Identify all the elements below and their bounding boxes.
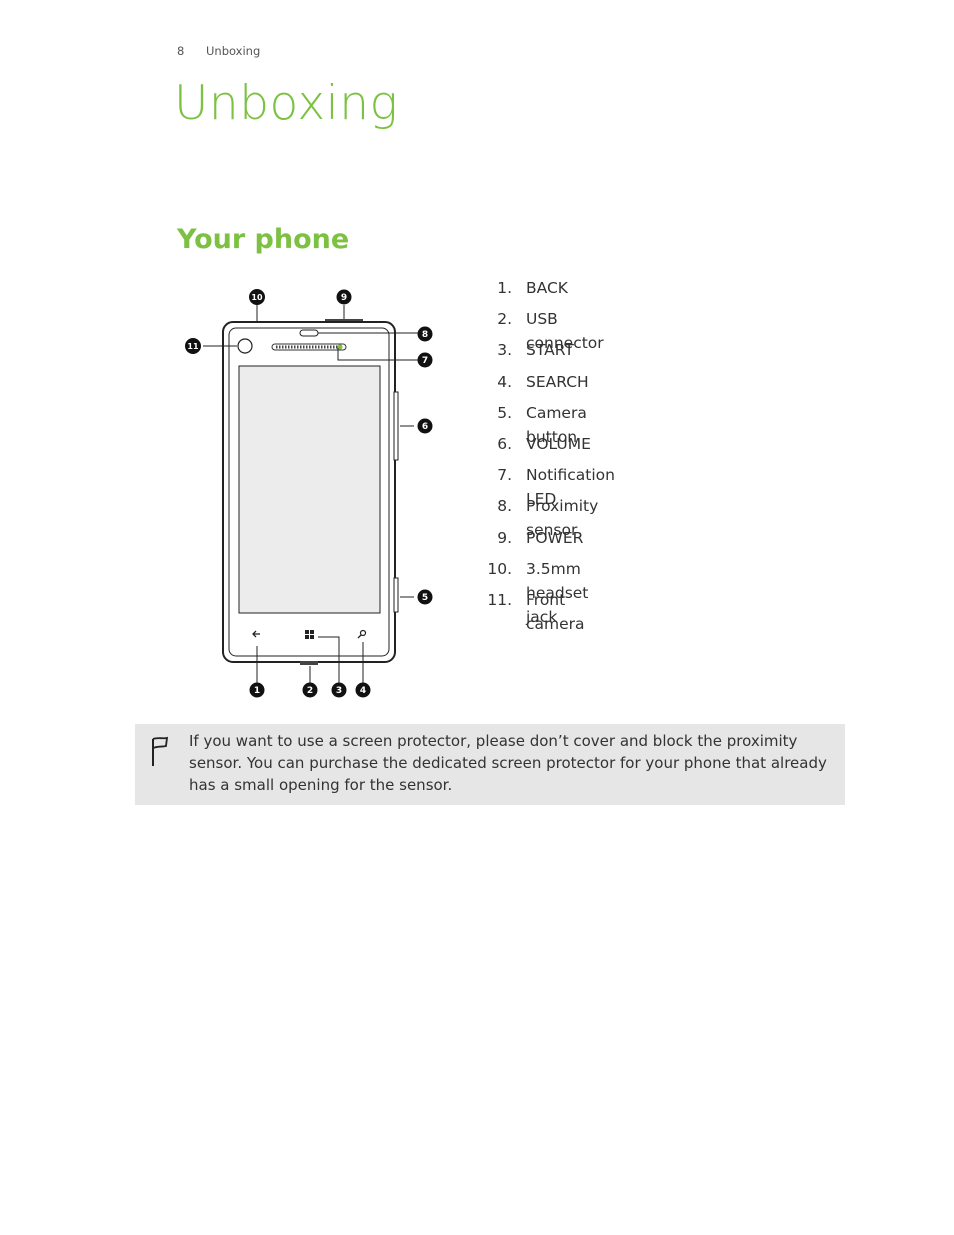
- section-subtitle: Your phone: [177, 224, 350, 255]
- phone-diagram: 1 2 3 4 5 6 7 8 9 10 11: [185, 289, 433, 698]
- search-icon: [357, 629, 367, 639]
- svg-text:1: 1: [254, 686, 260, 696]
- page-header: 8 Unboxing: [177, 44, 260, 58]
- callout-6: 6: [417, 418, 433, 434]
- callout-9: 9: [336, 289, 352, 305]
- callout-10: 10: [249, 289, 265, 305]
- note-text: If you want to use a screen protector, p…: [189, 732, 827, 794]
- svg-text:6: 6: [422, 422, 428, 432]
- callout-1: 1: [249, 682, 265, 698]
- list-item: 2.USB connector: [497, 310, 604, 353]
- svg-text:2: 2: [307, 686, 313, 696]
- list-item: 4.SEARCH: [497, 372, 589, 391]
- list-item: 1.BACK: [497, 279, 568, 297]
- svg-text:11: 11: [187, 342, 199, 351]
- page-title: Unboxing: [174, 76, 399, 131]
- callout-7: 7: [417, 352, 433, 368]
- svg-text:7: 7: [422, 356, 428, 366]
- note-box: If you want to use a screen protector, p…: [135, 724, 845, 805]
- list-item: 6.VOLUME: [497, 434, 591, 453]
- svg-text:3: 3: [336, 686, 342, 696]
- svg-text:10: 10: [251, 293, 263, 302]
- list-item: 9.POWER: [497, 528, 584, 547]
- list-item: 11.Front camera: [487, 590, 585, 633]
- svg-text:9: 9: [341, 293, 347, 303]
- page-number: 8: [177, 44, 185, 58]
- back-icon: [252, 630, 260, 638]
- svg-text:4: 4: [360, 686, 366, 696]
- windows-start-icon: [305, 630, 314, 639]
- callout-2: 2: [302, 682, 318, 698]
- callout-11: 11: [185, 338, 201, 354]
- parts-list: 1.BACK 2.USB connector 3.START 4.SEARCH …: [486, 276, 615, 633]
- callout-3: 3: [331, 682, 347, 698]
- callout-4: 4: [355, 682, 371, 698]
- section-name: Unboxing: [205, 44, 261, 58]
- list-item: 8.Proximity sensor: [497, 497, 599, 540]
- list-item: 3.START: [497, 341, 574, 360]
- list-item: 5.Camera button: [497, 403, 587, 446]
- phone-screen: [238, 365, 381, 614]
- callout-8: 8: [417, 326, 433, 342]
- svg-text:8: 8: [422, 330, 428, 340]
- list-item: 7.Notification LED: [497, 466, 615, 509]
- callout-5: 5: [417, 589, 433, 605]
- flag-icon: [152, 736, 169, 766]
- list-item: 10.3.5mm headset jack: [487, 559, 589, 626]
- svg-text:5: 5: [422, 593, 428, 603]
